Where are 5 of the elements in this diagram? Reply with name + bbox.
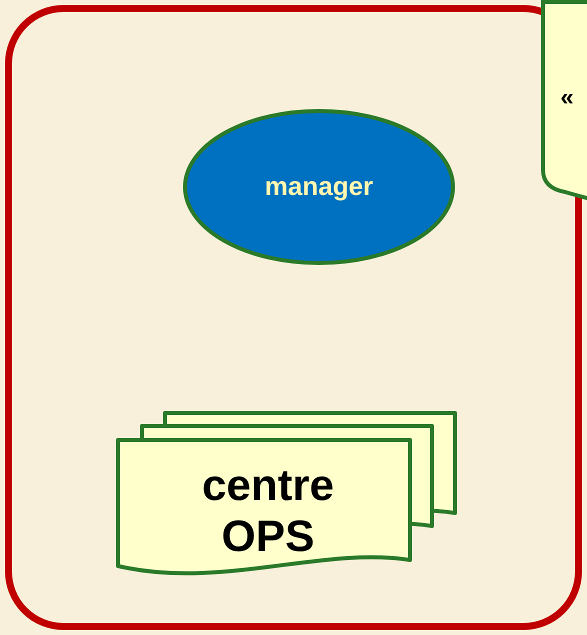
node-label: centre OPS <box>200 460 336 562</box>
container-frame <box>5 5 582 630</box>
node-label: « <box>560 84 574 113</box>
node-label: manager <box>264 172 374 202</box>
ellipse-node <box>183 109 455 265</box>
